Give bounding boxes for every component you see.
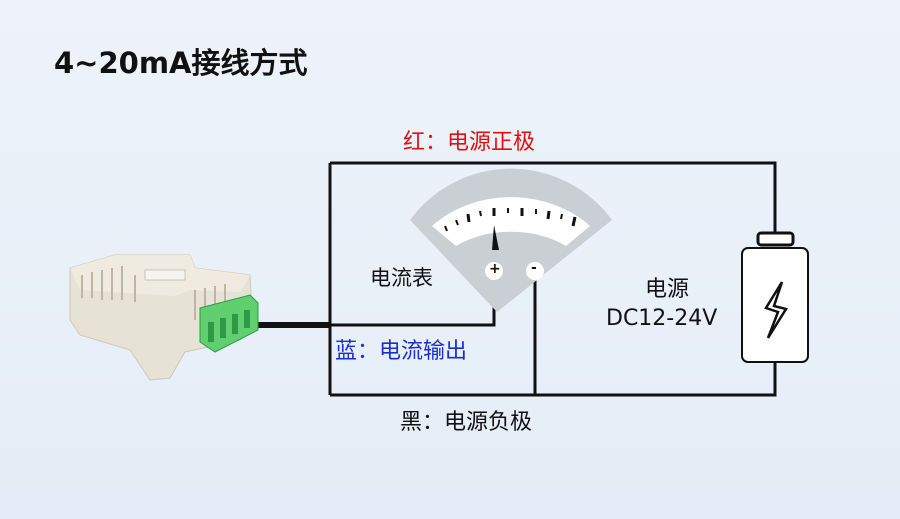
page-title: 4~20mA接线方式 <box>54 46 308 80</box>
battery-icon <box>741 231 809 363</box>
plus-sign: + <box>489 261 501 277</box>
red-wire <box>330 161 777 234</box>
transmitter-device-image <box>69 254 259 381</box>
green-terminal-block <box>199 294 259 353</box>
wires <box>255 161 777 397</box>
power-label: 电源 <box>645 277 690 302</box>
black-wire-label: 黑：电源负极 <box>400 410 533 435</box>
plus-terminal <box>485 262 503 280</box>
minus-terminal <box>526 262 544 280</box>
minus-sign: - <box>531 260 537 276</box>
lightning-icon <box>764 281 788 339</box>
black-wire <box>330 362 777 397</box>
blue-wire-label: 蓝：电流输出 <box>335 339 468 364</box>
red-wire-label: 红：电源正极 <box>403 130 536 155</box>
ammeter-label: 电流表 <box>370 266 433 290</box>
power-voltage-label: DC12-24V <box>606 306 718 331</box>
ammeter-icon <box>410 168 612 312</box>
